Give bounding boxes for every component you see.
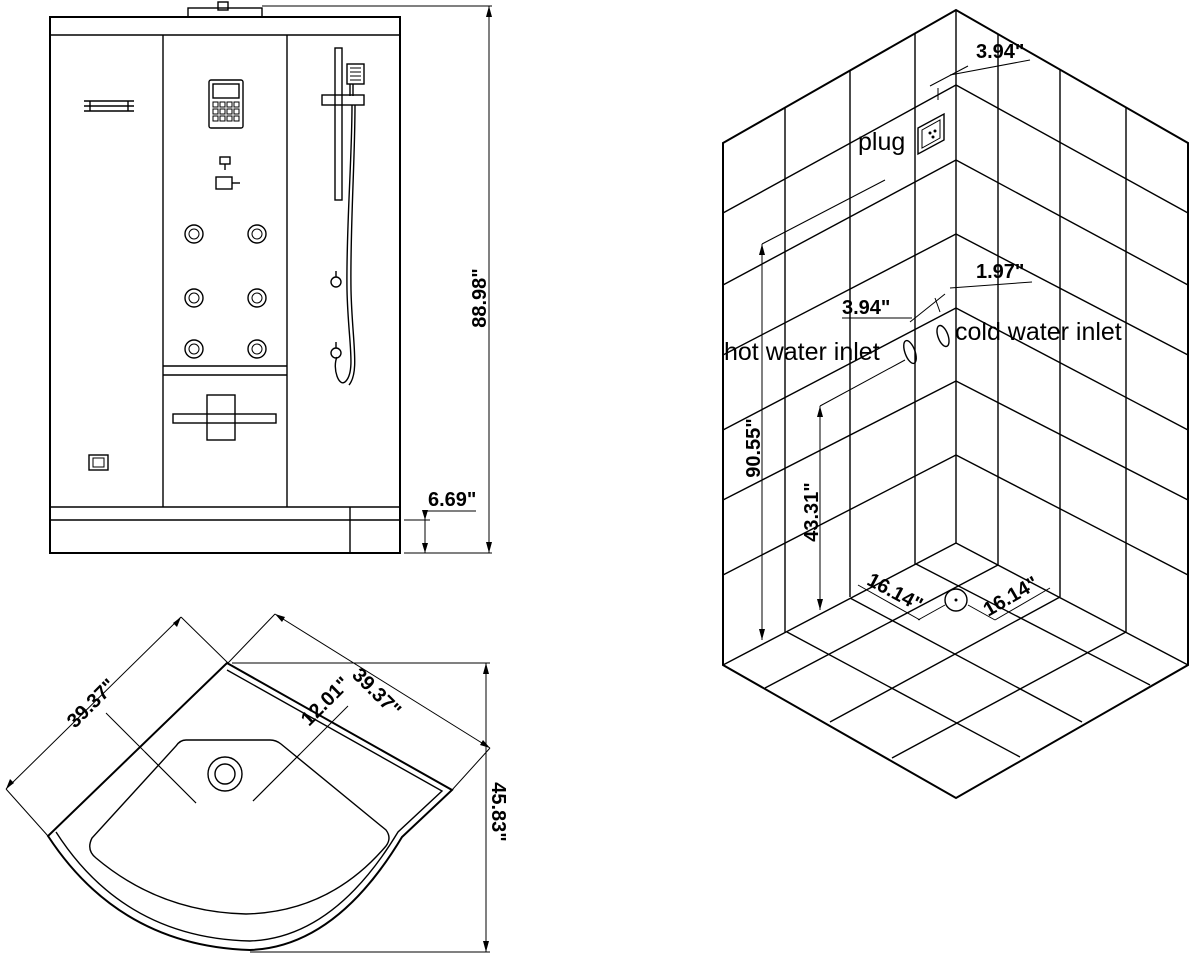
height-dimension: 88.98" (262, 5, 492, 554)
jet-icon (247, 224, 267, 244)
inlet-height-dimension: 43.31" (801, 359, 906, 610)
drain-cover-icon (88, 454, 109, 471)
drain-icon (207, 756, 243, 792)
side-left-dimension: 39.37" (5, 616, 229, 837)
inlet-height-label: 43.31" (801, 482, 823, 542)
top-cap-nozzle (217, 1, 229, 11)
cold-water-inlet-label: cold water inlet (955, 318, 1122, 346)
inlet-offset-label: 1.97" (976, 261, 1024, 283)
depth-dimension: 45.83" (232, 662, 509, 953)
seat-icon (172, 394, 277, 441)
control-panel-icon (208, 79, 244, 129)
jet-icon (184, 288, 204, 308)
valve-icon (330, 271, 342, 359)
tray-outline (46, 661, 454, 952)
plug-label: plug (858, 128, 905, 156)
plan-side-right-label: 39.37" (347, 664, 405, 722)
shelf-icon (84, 100, 134, 112)
inlet-spacing-dimension: 3.94" 1.97" (842, 261, 1033, 323)
cabin-outline (49, 16, 401, 554)
plan-side-left-label: 39.37" (63, 675, 121, 733)
plug-icon (917, 112, 945, 156)
inlet-spacing-label: 3.94" (842, 297, 890, 319)
jet-icon (247, 288, 267, 308)
drain-offset-dimension: 12.01" (105, 673, 355, 804)
jet-icon (184, 339, 204, 359)
front-height-label: 88.98" (469, 268, 491, 328)
shower-head-icon (321, 47, 365, 386)
side-right-dimension: 39.37" (227, 613, 491, 791)
drain-x-label: 16.14" (863, 569, 926, 616)
drain-x-dimension: 16.14" (857, 569, 946, 621)
hot-water-inlet-icon (903, 339, 917, 365)
base-dimension: 6.69" (404, 489, 476, 553)
plug-offset-dimension: 3.94" (929, 41, 1031, 100)
plan-drain-offset-label: 12.01" (297, 673, 355, 731)
jet-icon (247, 339, 267, 359)
tray-basin (89, 739, 390, 915)
hot-water-inlet-label: hot water inlet (724, 338, 880, 366)
wall-height-label: 90.55" (743, 418, 765, 478)
plug-offset-label: 3.94" (976, 41, 1024, 63)
jet-icon (184, 224, 204, 244)
plan-view: 39.37" 39.37" 12.01" 45.83" (5, 613, 509, 953)
plan-depth-label: 45.83" (487, 782, 509, 842)
floor-tiles (764, 563, 1151, 759)
right-wall-tiles (955, 34, 1189, 632)
wall-height-dimension: 90.55" (743, 179, 886, 640)
body-jets (184, 224, 267, 359)
front-elevation-view: 88.98" 6.69" (49, 1, 492, 554)
installation-view: plug 3.94" hot water inlet cold water in… (722, 8, 1189, 800)
base-height-label: 6.69" (428, 489, 476, 511)
floor-drain-icon (944, 588, 968, 612)
cold-water-inlet-icon (936, 324, 950, 348)
tap-icon (215, 156, 240, 190)
